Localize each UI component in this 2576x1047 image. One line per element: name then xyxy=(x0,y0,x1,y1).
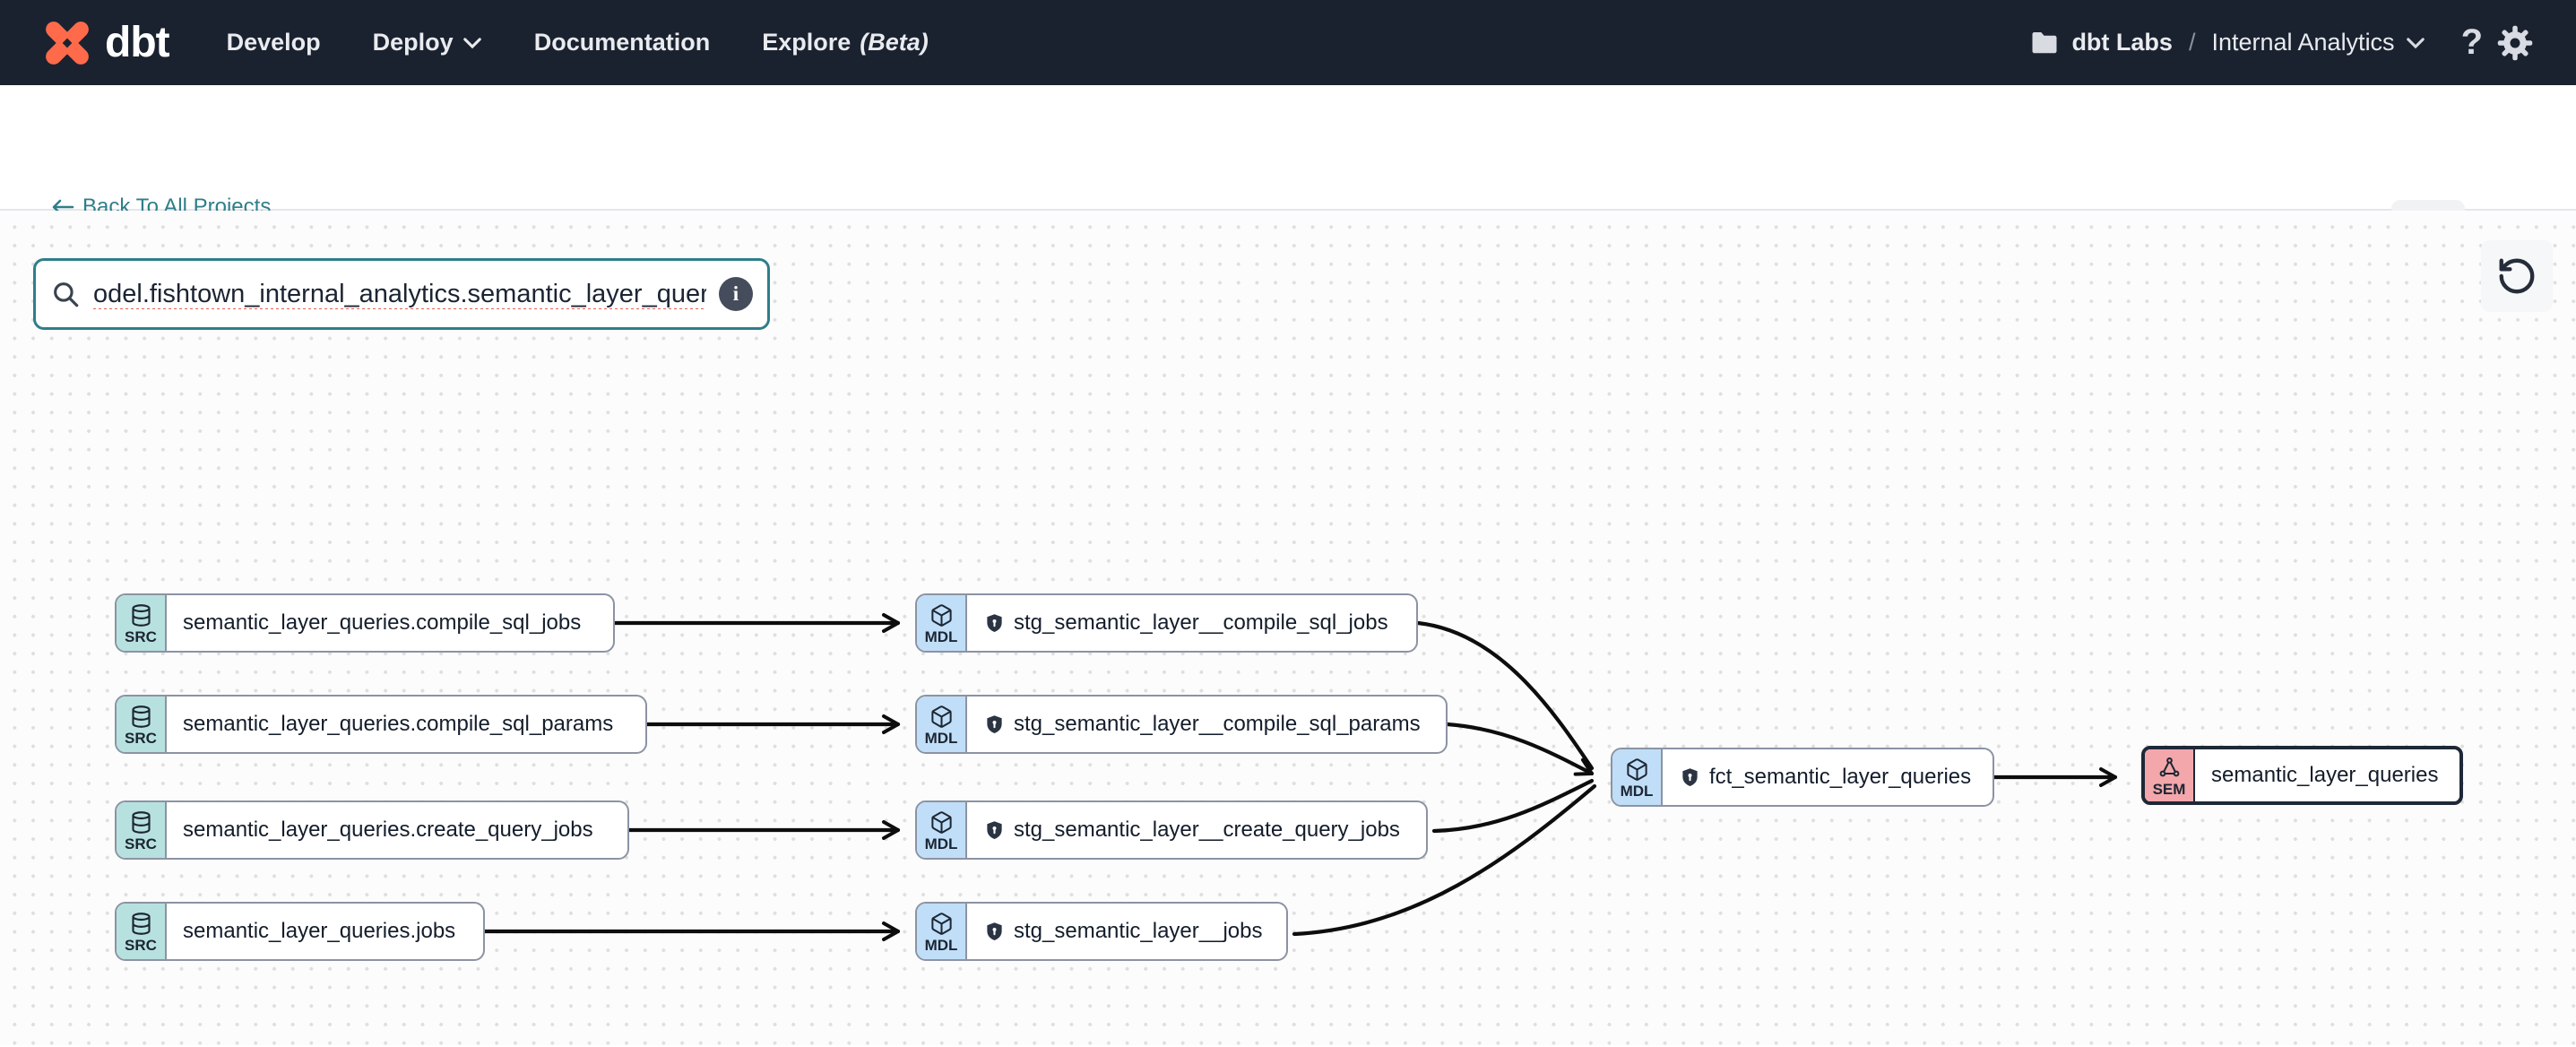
reset-view-button[interactable] xyxy=(2481,240,2553,312)
dbt-logo[interactable]: dbt xyxy=(41,17,170,69)
contract-shield-icon xyxy=(983,714,1006,736)
breadcrumb-org[interactable]: dbt Labs xyxy=(2071,29,2173,56)
source-badge: SRC xyxy=(117,904,167,959)
search-input[interactable]: odel.fishtown_internal_analytics.semanti… xyxy=(93,279,706,308)
breadcrumb-project[interactable]: Internal Analytics xyxy=(2211,29,2395,56)
cube-icon xyxy=(929,603,954,627)
edge-mdl2-fct xyxy=(1445,722,1595,776)
dbt-logo-text: dbt xyxy=(105,19,170,66)
lineage-node-model[interactable]: MDL stg_semantic_layer__compile_sql_para… xyxy=(915,695,1448,754)
source-badge: SRC xyxy=(117,802,167,858)
lineage-node-model[interactable]: MDL fct_semantic_layer_queries xyxy=(1611,748,1994,807)
lineage-node-model[interactable]: MDL stg_semantic_layer__jobs xyxy=(915,902,1288,961)
search-box[interactable]: odel.fishtown_internal_analytics.semanti… xyxy=(33,258,770,330)
rotate-ccw-icon xyxy=(2499,258,2535,294)
chevron-down-icon xyxy=(462,37,481,48)
lineage-canvas[interactable]: odel.fishtown_internal_analytics.semanti… xyxy=(0,211,2576,1045)
source-badge: SRC xyxy=(117,595,167,651)
search-icon xyxy=(54,282,79,307)
database-icon xyxy=(129,603,153,627)
breadcrumb-separator: / xyxy=(2188,29,2196,56)
nav-develop[interactable]: Develop xyxy=(226,29,321,56)
node-label: semantic_layer_queries.compile_sql_jobs xyxy=(183,610,582,635)
edge-mdl3-fct xyxy=(1431,778,1595,834)
lineage-node-source[interactable]: SRC semantic_layer_queries.create_query_… xyxy=(115,800,629,860)
lineage-node-model[interactable]: MDL stg_semantic_layer__compile_sql_jobs xyxy=(915,593,1418,653)
chevron-down-icon[interactable] xyxy=(2406,37,2425,49)
help-icon[interactable]: ? xyxy=(2460,22,2483,62)
node-label: semantic_layer_queries xyxy=(2211,763,2439,787)
model-badge: MDL xyxy=(917,697,967,752)
top-navbar: dbt Develop Deploy Documentation Explore… xyxy=(0,0,2576,85)
node-label: stg_semantic_layer__compile_sql_jobs xyxy=(1014,610,1388,635)
semantic-model-icon xyxy=(2157,756,2182,780)
edge-mdl4-fct xyxy=(1292,783,1597,937)
node-label: semantic_layer_queries.compile_sql_param… xyxy=(183,712,614,736)
info-icon[interactable]: i xyxy=(719,277,753,311)
lineage-node-source[interactable]: SRC semantic_layer_queries.compile_sql_p… xyxy=(115,695,647,754)
contract-shield-icon xyxy=(983,921,1006,943)
cube-icon xyxy=(929,810,954,835)
node-label: stg_semantic_layer__compile_sql_params xyxy=(1014,712,1421,736)
lineage-node-source[interactable]: SRC semantic_layer_queries.jobs xyxy=(115,902,485,961)
nav-documentation[interactable]: Documentation xyxy=(533,29,711,56)
database-icon xyxy=(129,705,153,729)
lineage-edges xyxy=(482,613,2118,941)
settings-button[interactable] xyxy=(2495,23,2535,63)
semantic-model-badge: SEM xyxy=(2145,749,2195,801)
source-badge: SRC xyxy=(117,697,167,752)
cube-icon xyxy=(1625,757,1649,782)
dbt-logo-icon xyxy=(46,21,89,65)
node-label: semantic_layer_queries.jobs xyxy=(183,919,456,943)
model-badge: MDL xyxy=(917,595,967,651)
nav-explore[interactable]: Explore (Beta) xyxy=(762,29,929,56)
lineage-node-source[interactable]: SRC semantic_layer_queries.compile_sql_j… xyxy=(115,593,615,653)
folder-icon xyxy=(2032,31,2057,53)
lineage-node-model[interactable]: MDL stg_semantic_layer__create_query_job… xyxy=(915,800,1428,860)
breadcrumb: dbt Labs / Internal Analytics xyxy=(2028,27,2425,59)
main-nav: Develop Deploy Documentation Explore (Be… xyxy=(227,29,929,56)
nav-deploy[interactable]: Deploy xyxy=(373,29,482,56)
model-badge: MDL xyxy=(917,904,967,959)
cube-icon xyxy=(929,705,954,729)
beta-tag: (Beta) xyxy=(860,29,929,56)
lineage-node-semantic-model[interactable]: SEM semantic_layer_queries xyxy=(2141,746,2463,805)
model-badge: MDL xyxy=(917,802,967,858)
contract-shield-icon xyxy=(1679,766,1701,789)
project-header: Back To All Projects Internal Analytics xyxy=(0,85,2576,293)
gear-icon xyxy=(2497,25,2533,60)
contract-shield-icon xyxy=(983,819,1006,842)
database-icon xyxy=(129,912,153,936)
model-badge: MDL xyxy=(1612,749,1663,805)
node-label: stg_semantic_layer__jobs xyxy=(1014,919,1263,943)
node-label: stg_semantic_layer__create_query_jobs xyxy=(1014,818,1400,842)
node-label: fct_semantic_layer_queries xyxy=(1709,765,1972,789)
cube-icon xyxy=(929,912,954,936)
edge-mdl1-fct xyxy=(1415,620,1595,771)
node-label: semantic_layer_queries.create_query_jobs xyxy=(183,818,593,842)
contract-shield-icon xyxy=(983,612,1006,635)
database-icon xyxy=(129,810,153,835)
